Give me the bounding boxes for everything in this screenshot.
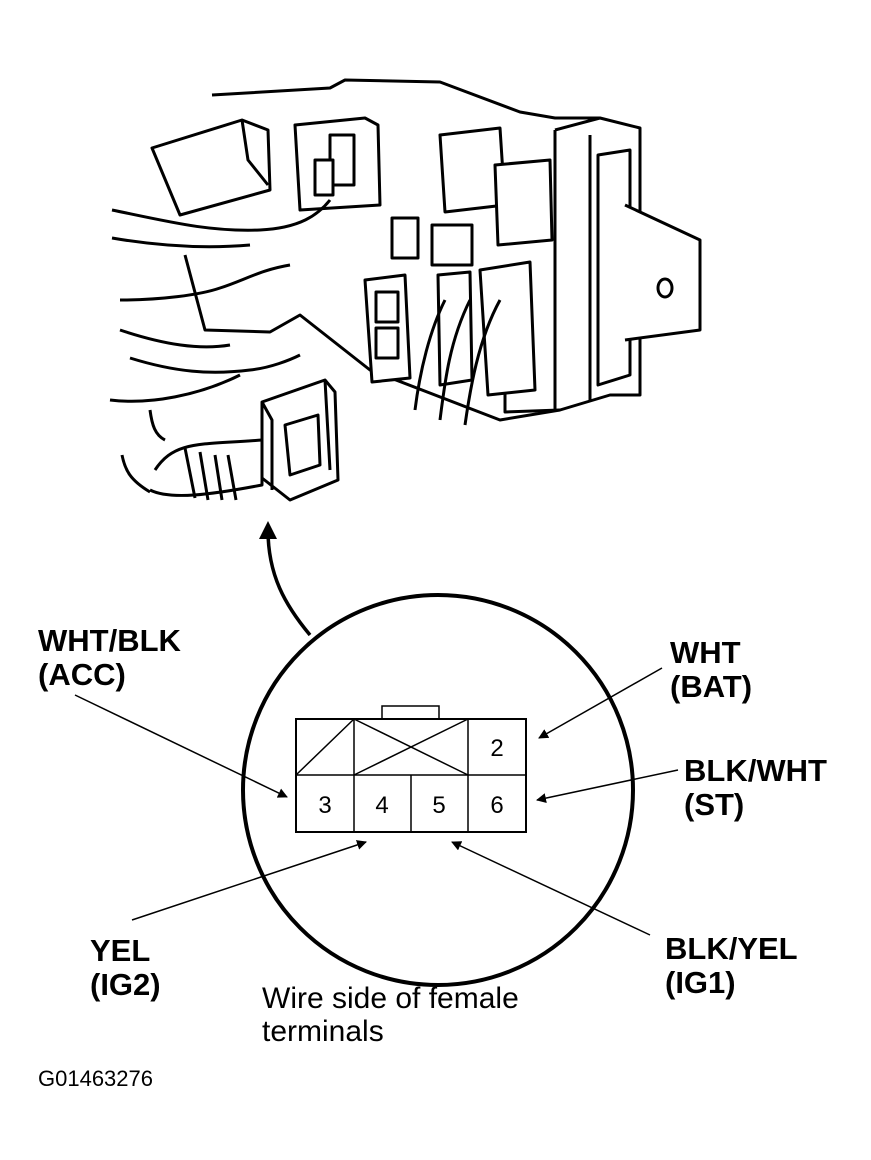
label-blk-yel: BLK/YEL (IG1) — [665, 932, 798, 1000]
pin-4-label: 4 — [375, 792, 388, 819]
caption-line-2: terminals — [262, 1015, 384, 1048]
circuit-st: (ST) — [684, 787, 745, 822]
caption: Wire side of female terminals — [262, 982, 519, 1048]
leader-wht — [538, 667, 663, 739]
label-blk-wht: BLK/WHT (ST) — [684, 754, 827, 822]
circuit-acc: (ACC) — [38, 657, 126, 692]
wire-color-blk-wht: BLK/WHT — [684, 753, 827, 788]
pin-2-label: 2 — [490, 735, 503, 762]
fuse-box-illustration — [109, 78, 702, 502]
caption-line-1: Wire side of female — [262, 982, 519, 1015]
wire-color-blk-yel: BLK/YEL — [665, 931, 798, 966]
empty-cavity-1-mark — [295, 718, 355, 776]
circuit-ig2: (IG2) — [90, 967, 161, 1002]
label-wht: WHT (BAT) — [670, 636, 752, 704]
connector-face — [295, 705, 527, 833]
locator-arrow — [259, 521, 312, 637]
leader-blk-yel — [451, 841, 651, 936]
wire-color-wht-blk: WHT/BLK — [38, 623, 181, 658]
pin-6-label: 6 — [490, 792, 503, 819]
pin-5-label: 5 — [432, 792, 445, 819]
label-yel: YEL (IG2) — [90, 934, 161, 1002]
leader-wht-blk — [74, 694, 288, 798]
pin-3-label: 3 — [318, 792, 331, 819]
leader-yel — [131, 840, 367, 921]
label-wht-blk: WHT/BLK (ACC) — [38, 624, 181, 692]
circuit-bat: (BAT) — [670, 669, 753, 704]
circuit-ig1: (IG1) — [665, 965, 736, 1000]
leader-blk-wht — [536, 769, 679, 804]
wire-color-wht: WHT — [670, 635, 741, 670]
magnifier-circle — [241, 593, 635, 987]
leader-lines — [74, 667, 679, 936]
wire-color-yel: YEL — [90, 933, 151, 968]
figure-id: G01463276 — [38, 1066, 153, 1091]
